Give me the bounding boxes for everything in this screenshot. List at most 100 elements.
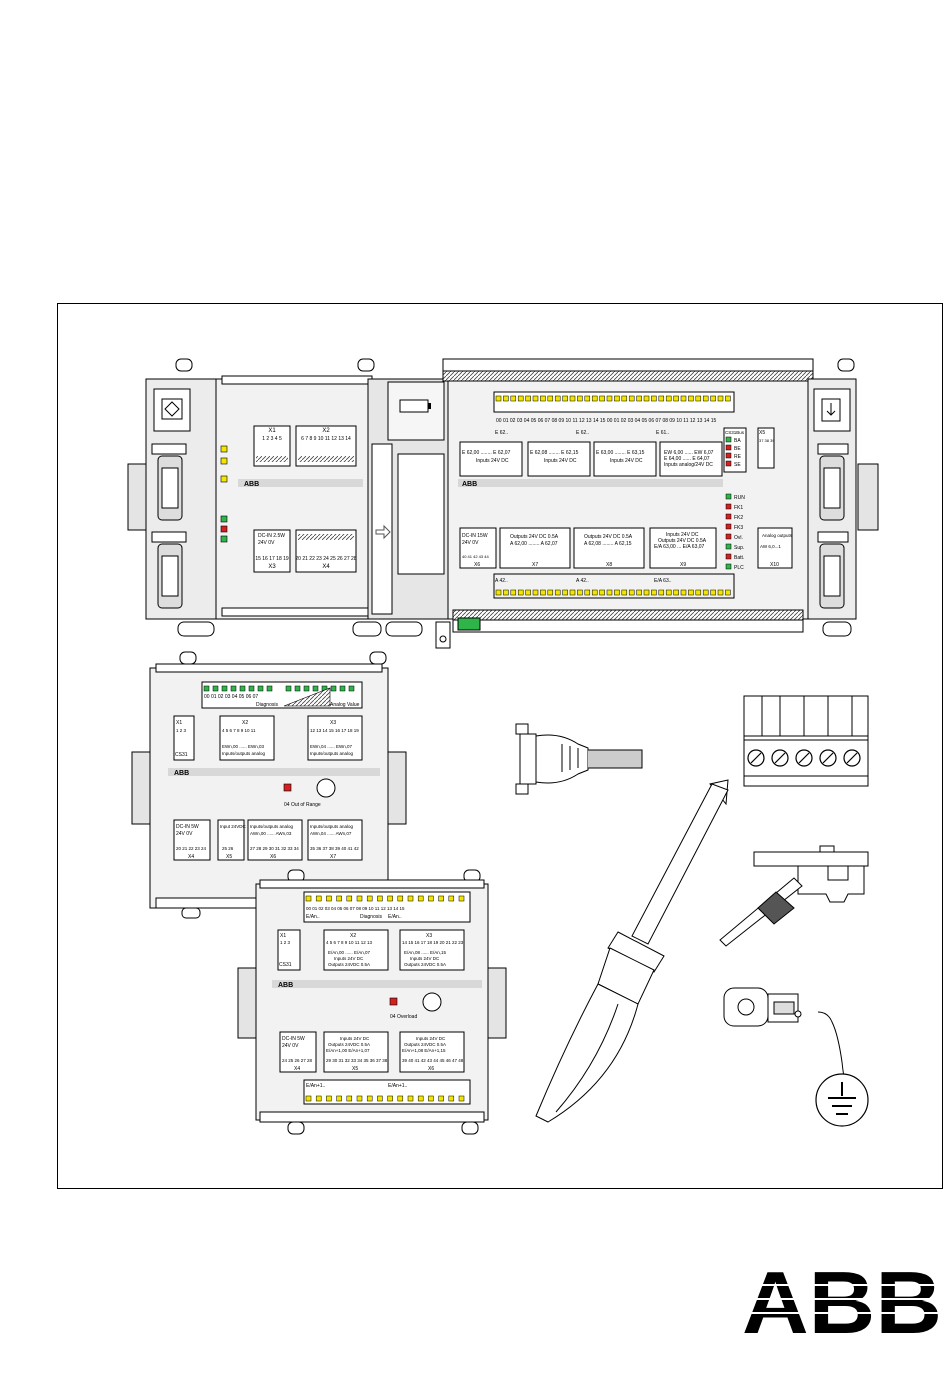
digital-io-led-bottom xyxy=(377,1095,383,1102)
digital-address-switch[interactable] xyxy=(422,992,442,1012)
main-left-brand: ABB xyxy=(244,481,259,488)
analog-x4-label: X4 xyxy=(188,854,194,860)
main-output-led xyxy=(688,589,694,596)
main-input-led xyxy=(569,395,576,402)
main-x3-label: X3 xyxy=(268,564,276,570)
main-output-led xyxy=(628,589,635,596)
illustration-frame: X1 1 2 3 4 5 X2 6 7 8 9 10 11 12 13 14 A… xyxy=(57,303,943,1189)
digital-x6-pins: 39 40 41 42 43 44 45 46 47 48 xyxy=(402,1058,464,1063)
digital-io-led xyxy=(458,895,465,902)
main-output-led xyxy=(725,589,731,596)
digital-x5-in: Inputs 24V DC xyxy=(340,1036,370,1041)
main-input-led xyxy=(651,395,657,402)
analog-value-label: Analog Value xyxy=(330,702,360,708)
analog-x6-range: AWn,00 ...... AWn,03 xyxy=(250,831,292,836)
main-input-led xyxy=(577,395,583,402)
din-clip-cable-icon xyxy=(719,845,869,947)
main-input-led xyxy=(517,395,524,402)
main-input-led xyxy=(717,395,724,402)
main-x8-range: A 62,08 ........ A 62,15 xyxy=(584,541,632,547)
digital-x4-pins: 24 25 26 27 28 xyxy=(282,1058,313,1063)
main-x7-range: A 62,00 ........ A 62,07 xyxy=(510,541,558,547)
main-input-led xyxy=(510,395,517,402)
digital-fault-led xyxy=(389,997,398,1006)
digital-io-led-bottom xyxy=(438,1095,444,1102)
analog-x3-range: EWn,04 ...... EWn,07 xyxy=(310,744,353,749)
main-input-led xyxy=(702,395,709,402)
main-output-led xyxy=(517,589,524,596)
main-input-led xyxy=(695,395,702,402)
main-x4-pins: 20 21 22 23 24 25 26 27 28 xyxy=(295,556,356,562)
digital-led-numbers: 00 01 02 03 04 05 06 07 08 09 10 11 12 1… xyxy=(306,906,405,911)
digital-io-led-bottom xyxy=(458,1095,465,1102)
analog-x6-label: X6 xyxy=(270,854,276,860)
run-status-led xyxy=(725,503,732,510)
analog-x2-type: Inputs/outputs analog xyxy=(222,751,266,756)
illustration: X1 1 2 3 4 5 X2 6 7 8 9 10 11 12 13 14 A… xyxy=(127,358,879,1135)
digital-io-led xyxy=(336,895,342,902)
analog-x5-input: Input 24VDC xyxy=(220,824,247,829)
digital-io-led xyxy=(448,895,455,902)
analog-value-led xyxy=(312,685,319,692)
main-output-led xyxy=(658,589,665,596)
digital-x5-out: Outputs 24VDC 0.5A xyxy=(328,1042,370,1047)
digital-io-led xyxy=(438,895,444,902)
analog-x2-range: EWn,00 ...... EWn,03 xyxy=(222,744,265,749)
main-output-led xyxy=(584,589,591,596)
run-status-led xyxy=(725,553,732,560)
main-x3-power: DC-IN 2.5W xyxy=(258,533,285,539)
main-input-led xyxy=(554,395,561,402)
main-input-led xyxy=(540,395,546,402)
main-input-led xyxy=(710,395,716,402)
analog-x2-pins: 4 5 6 7 8 9 10 11 xyxy=(222,728,256,733)
digital-x3-in: Inputs 24V DC xyxy=(410,956,440,961)
main-input-led xyxy=(525,395,531,402)
analog-led-numbers: 00 01 02 03 04 05 06 07 xyxy=(204,694,258,700)
analog-x3-pins: 12 13 14 15 16 17 18 19 xyxy=(310,728,359,733)
digital-x5-label: X5 xyxy=(352,1066,358,1072)
main-output-led xyxy=(614,589,620,596)
main-input-x4-line1: EW 6,00 ...... EW 6,07 xyxy=(664,450,714,456)
analog-diagnosis-led xyxy=(230,685,237,692)
main-input-led xyxy=(636,395,642,402)
digital-x2-pins: 4 5 6 7 8 9 10 11 12 13 xyxy=(326,940,372,945)
analog-diagnosis-led xyxy=(266,685,273,692)
main-a42-label: A 42.. xyxy=(495,578,508,584)
run-status-led xyxy=(725,523,732,530)
main-input-led xyxy=(680,395,687,402)
digital-x6-range: E/An+1,08 E/An+1,15 xyxy=(402,1048,446,1053)
main-x6-pins: 40 41 42 43 44 xyxy=(462,554,489,559)
analog-value-led xyxy=(294,685,301,692)
main-output-led xyxy=(643,589,650,596)
digital-io-led-bottom xyxy=(356,1095,363,1102)
analog-diagnosis-led xyxy=(239,685,246,692)
run-status-label: FK3 xyxy=(734,525,743,531)
digital-io-led xyxy=(305,895,312,902)
digital-x5-range: E/An+1,00 E/An+1,07 xyxy=(326,1048,370,1053)
main-output-led xyxy=(673,589,679,596)
main-x9-label: X9 xyxy=(680,562,686,568)
analog-x5-pins: 25 26 xyxy=(222,846,234,851)
digital-x3-label: X3 xyxy=(426,933,432,939)
main-output-led xyxy=(562,589,568,596)
run-status-led xyxy=(725,563,732,570)
run-status-label: RUN xyxy=(734,495,745,501)
main-input-led xyxy=(614,395,620,402)
cs31-status-label: SE xyxy=(734,462,741,468)
main-input-x3-range: E 63,00 ........ E 63,15 xyxy=(596,450,645,456)
analog-x7-range: AWn,04 ...... AWn,07 xyxy=(310,831,352,836)
main-input-led xyxy=(606,395,613,402)
cs31-status-label: BA xyxy=(734,438,741,444)
main-input-x1-type: Inputs 24V DC xyxy=(476,458,509,464)
analog-x7-label: X7 xyxy=(330,854,336,860)
main-power-in: DC-IN 15W xyxy=(462,533,488,539)
digital-io-led xyxy=(377,895,383,902)
main-input-led xyxy=(658,395,665,402)
run-status-led xyxy=(725,493,732,500)
analog-address-switch[interactable] xyxy=(316,778,336,798)
digital-io-led-bottom xyxy=(326,1095,332,1102)
run-status-label: FK2 xyxy=(734,515,743,521)
main-led-numbers: 00 01 02 03 04 05 06 07 08 09 10 11 12 1… xyxy=(496,418,717,424)
main-output-led xyxy=(599,589,605,596)
main-x10-label: X10 xyxy=(770,562,779,568)
